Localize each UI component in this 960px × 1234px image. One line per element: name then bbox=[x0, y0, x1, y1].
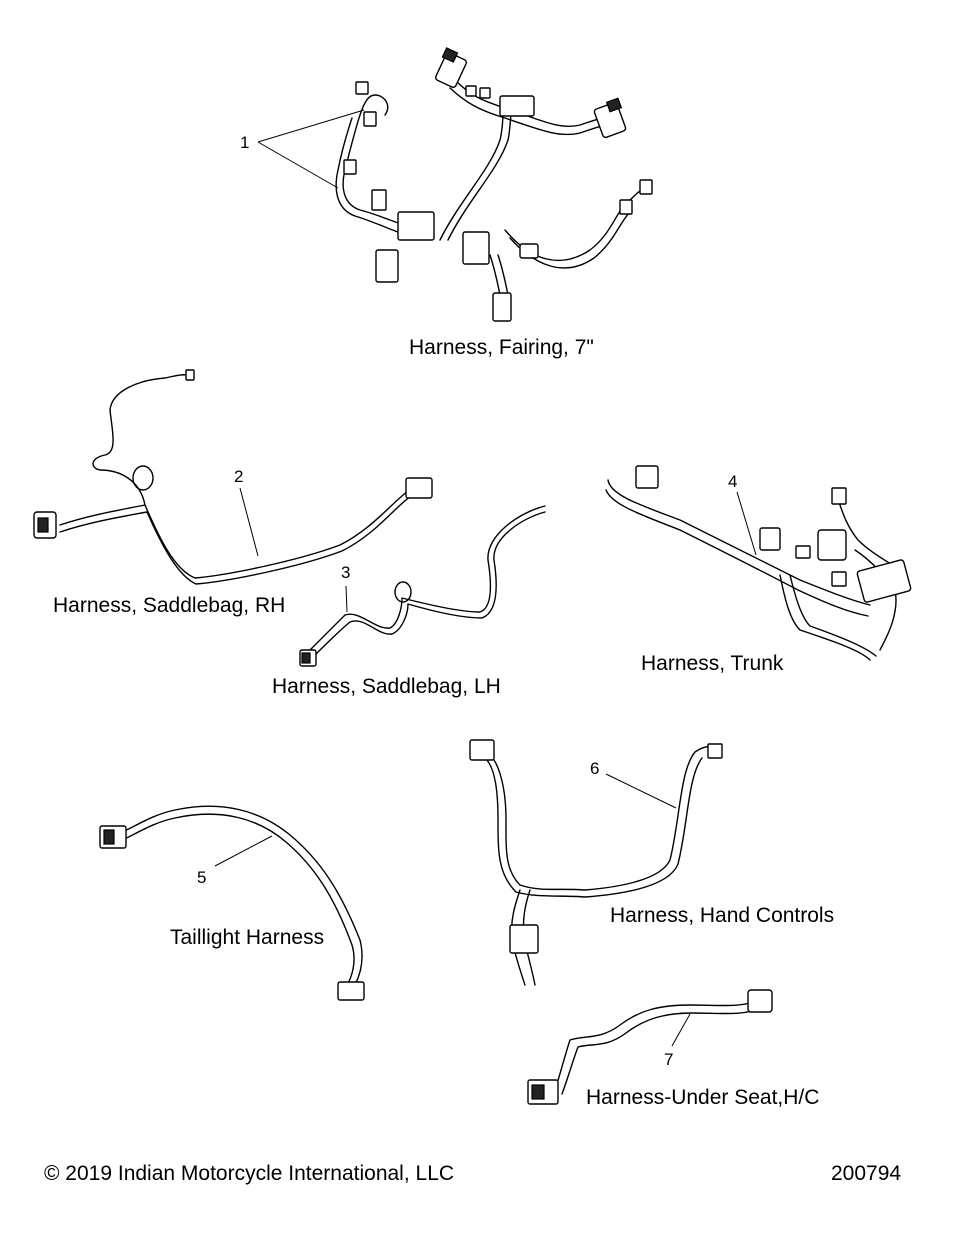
trunk-harness-drawing bbox=[605, 465, 912, 661]
saddlebag-rh-harness-drawing bbox=[33, 369, 433, 585]
taillight-harness-drawing bbox=[99, 805, 365, 1001]
callout-4: 4 bbox=[728, 472, 737, 491]
callout-5: 5 bbox=[197, 868, 206, 887]
caption-under-seat-harness: Harness-Under Seat,H/C bbox=[586, 1086, 820, 1109]
figure-number: 200794 bbox=[831, 1162, 902, 1185]
callout-1: 1 bbox=[240, 133, 249, 152]
caption-trunk-harness: Harness, Trunk bbox=[641, 652, 784, 675]
saddlebag-lh-harness-drawing bbox=[299, 505, 546, 667]
callout-3: 3 bbox=[341, 563, 350, 582]
under-seat-harness-drawing bbox=[527, 989, 773, 1105]
callout-7: 7 bbox=[664, 1050, 673, 1069]
caption-saddlebag-lh-harness: Harness, Saddlebag, LH bbox=[272, 675, 501, 698]
caption-saddlebag-rh-harness: Harness, Saddlebag, RH bbox=[53, 594, 286, 617]
caption-taillight-harness: Taillight Harness bbox=[170, 926, 325, 949]
caption-fairing-harness: Harness, Fairing, 7" bbox=[409, 336, 594, 359]
copyright-notice: © 2019 Indian Motorcycle International, … bbox=[44, 1162, 455, 1185]
callout-2: 2 bbox=[234, 467, 243, 486]
hand-controls-harness-drawing bbox=[469, 739, 723, 986]
fairing-harness-drawing bbox=[257, 47, 653, 322]
caption-hand-controls-harness: Harness, Hand Controls bbox=[610, 904, 835, 927]
callout-6: 6 bbox=[590, 759, 599, 778]
